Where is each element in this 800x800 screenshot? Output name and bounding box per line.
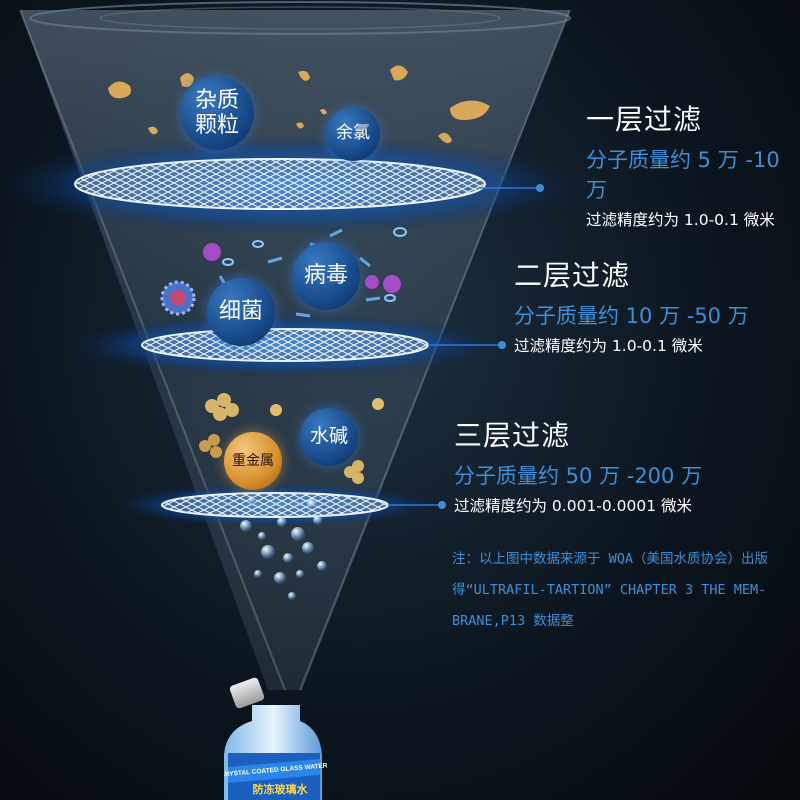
layer-1-molecular-weight: 分子质量约 5 万 -10 万	[586, 148, 780, 202]
source-note: 注：以上图中数据来源于 WQA（美国水质协会）出版得“ULTRAFIL-TART…	[452, 551, 769, 629]
impurities-bubble: 杂质颗粒	[180, 76, 254, 150]
layer-1-precision: 过滤精度约为 1.0-0.1 微米	[586, 211, 775, 229]
alkali-bubble: 水碱	[300, 408, 358, 466]
layer-2-info: 二层过滤 分子质量约 10 万 -50 万 过滤精度约为 1.0-0.1 微米	[514, 254, 749, 356]
alkali-label: 水碱	[309, 425, 348, 448]
residual-chlorine-label: 余氯	[336, 123, 370, 144]
layer-3-precision: 过滤精度约为 0.001-0.0001 微米	[454, 497, 693, 515]
virus-label: 病毒	[303, 263, 348, 289]
layer-3-title: 三层过滤	[454, 419, 571, 452]
filter-mesh-3	[161, 492, 389, 518]
virus-icon	[160, 243, 401, 316]
layer-1-title: 一层过滤	[586, 103, 703, 136]
particle-icon	[108, 65, 490, 144]
layer-1-info: 一层过滤 分子质量约 5 万 -10 万 过滤精度约为 1.0-0.1 微米	[586, 98, 800, 230]
virus-bubble: 病毒	[292, 242, 360, 310]
bottle-cn-label: 防冻玻璃水	[253, 782, 309, 796]
residual-chlorine-bubble: 余氯	[326, 107, 380, 161]
layer-3-info: 三层过滤 分子质量约 50 万 -200 万 过滤精度约为 0.001-0.00…	[454, 414, 702, 516]
filter-mesh-2	[141, 328, 429, 362]
impurities-label: 杂质颗粒	[194, 87, 239, 138]
layer-2-precision: 过滤精度约为 1.0-0.1 微米	[514, 337, 703, 355]
bacteria-bubble: 细菌	[207, 278, 275, 346]
bacteria-label: 细菌	[218, 299, 263, 325]
water-droplet-icon	[240, 496, 327, 600]
layer-2-molecular-weight: 分子质量约 10 万 -50 万	[514, 304, 749, 328]
bottle-icon: CRYSTAL COATED GLASS WATER 防冻玻璃水	[224, 677, 328, 800]
heavy-metal-label: 重金属	[232, 452, 274, 469]
metal-particle-icon	[199, 393, 384, 484]
filter-mesh-1	[74, 158, 486, 210]
heavy-metal-bubble: 重金属	[224, 432, 282, 490]
layer-3-molecular-weight: 分子质量约 50 万 -200 万	[454, 464, 703, 488]
layer-2-title: 二层过滤	[514, 259, 631, 292]
